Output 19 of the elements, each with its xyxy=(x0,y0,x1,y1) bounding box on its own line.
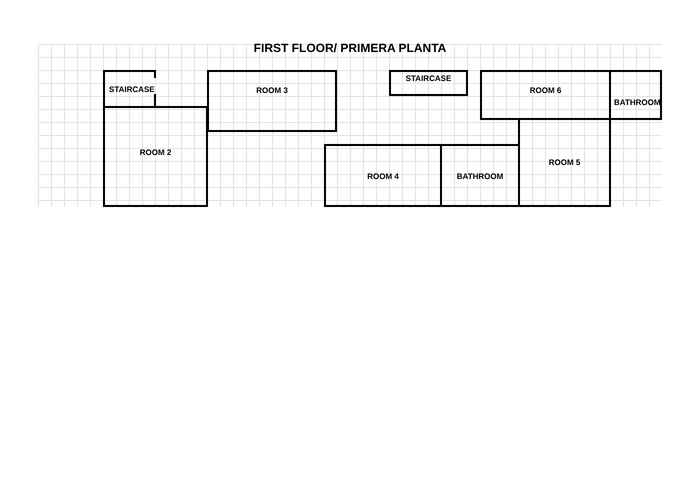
room-label: BATHROOM xyxy=(456,172,504,181)
room-outline xyxy=(389,70,468,96)
room-outline xyxy=(103,106,208,207)
room-label: ROOM 2 xyxy=(138,148,172,157)
room-label: ROOM 4 xyxy=(366,172,400,181)
room-label: BATHROOM xyxy=(614,98,661,107)
room-outline xyxy=(609,70,662,120)
room-label: ROOM 6 xyxy=(528,86,562,95)
room-label: STAIRCASE xyxy=(109,85,155,94)
room-outline xyxy=(480,70,611,120)
room-outline xyxy=(103,70,156,108)
room-label: ROOM 3 xyxy=(255,86,289,95)
room-outline xyxy=(324,144,442,207)
plan-title: FIRST FLOOR/ PRIMERA PLANTA xyxy=(252,41,448,55)
room-label: ROOM 5 xyxy=(548,158,582,167)
room-outline xyxy=(440,144,520,207)
room-outline xyxy=(207,70,337,132)
room-outline xyxy=(518,118,611,207)
room-label: STAIRCASE xyxy=(404,74,452,83)
